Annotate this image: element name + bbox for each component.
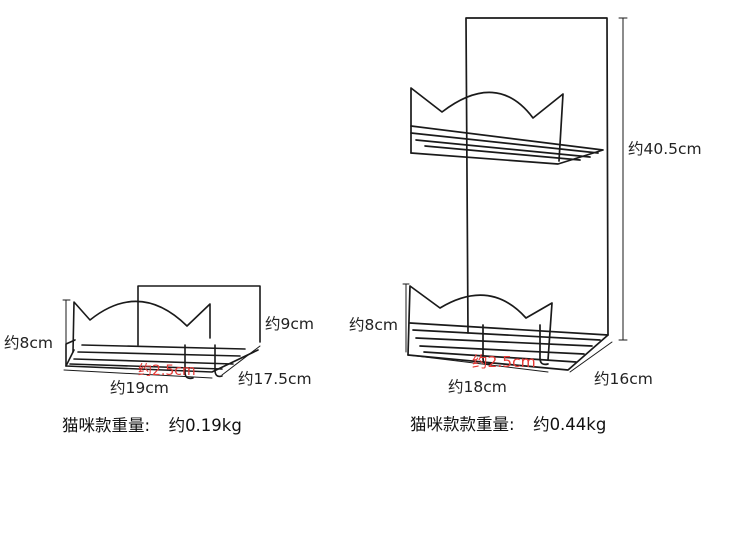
small-rack-width-label: 约19cm [110,379,169,397]
tall-rack-hook-spacing-label: 约2.5cm [472,353,536,371]
small-rack-weight-caption: 猫咪款重量: 约0.19kg [62,416,242,435]
small-rack-weight-label: 猫咪款重量: [62,416,151,435]
tall-rack-weight-label: 猫咪款款重量: [410,415,515,434]
small-rack-dimension-lines [62,285,261,379]
tall-rack-drawing [407,17,609,371]
tall-rack-weight-value: 约0.44kg [533,415,607,434]
small-rack-weight-value: 约0.19kg [168,416,242,435]
small-rack-height-label: 约8cm [4,334,53,352]
tall-rack-total-height-label: 约40.5cm [628,140,702,158]
tall-rack-weight-caption: 猫咪款款重量: 约0.44kg [410,415,607,434]
small-rack-hook-spacing-label: 约2.5cm [138,363,196,379]
tall-rack-width-label: 约18cm [448,378,507,396]
tall-rack-shelf-height-label: 约8cm [349,316,398,334]
tall-rack-dimension-lines [402,17,628,373]
small-rack-back-height-label: 约9cm [265,315,314,333]
small-rack-depth-label: 约17.5cm [238,370,312,388]
tall-rack-depth-label: 约16cm [594,370,653,388]
